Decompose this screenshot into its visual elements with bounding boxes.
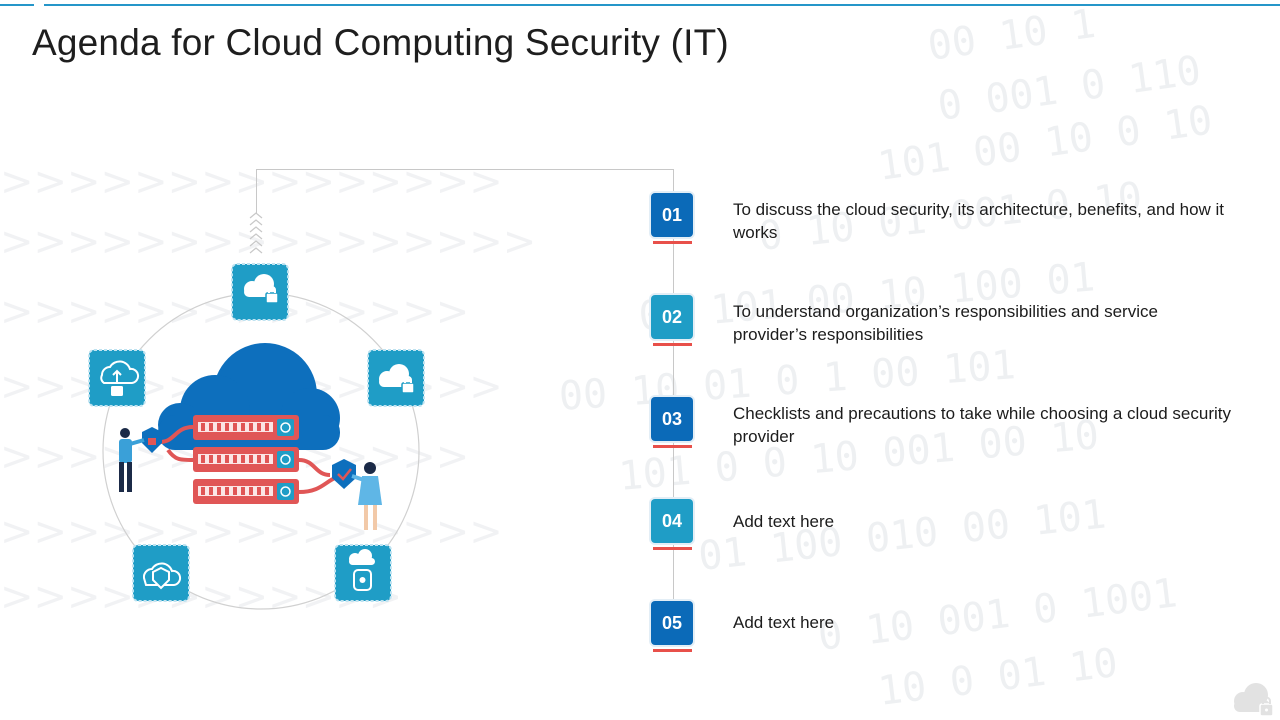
chevron-up-arrows [249, 212, 263, 254]
agenda-number-03: 03 [651, 397, 693, 441]
agenda-item-01-text: To discuss the cloud security, its archi… [733, 200, 1225, 242]
cables [159, 425, 336, 494]
agenda-underline-04 [653, 547, 692, 550]
agenda-underline-05 [653, 649, 692, 652]
woman-figure [351, 462, 382, 530]
top-accent-line [44, 4, 1280, 6]
svg-text:0 001 0 110: 0 001 0 110 [935, 47, 1204, 129]
svg-text:01 100 010 00 101: 01 100 010 00 101 [696, 491, 1108, 580]
agenda-number-02: 02 [651, 295, 693, 339]
agenda-item-03-text: Checklists and precautions to take while… [733, 404, 1231, 446]
connector-top [256, 169, 673, 170]
agenda-number-01: 01 [651, 193, 693, 237]
page-title: Agenda for Cloud Computing Security (IT) [32, 22, 729, 63]
cloud-shield-icon [132, 544, 190, 602]
agenda-underline-02 [653, 343, 692, 346]
agenda-item-02-text: To understand organization’s responsibil… [733, 302, 1158, 344]
connector-left-drop [256, 169, 257, 214]
cloud-lock-icon [231, 263, 289, 321]
cloud-security-illustration [88, 212, 425, 610]
man-figure [119, 428, 145, 492]
cloud-upload-lock-icon [88, 349, 146, 407]
agenda-item-05-text: Add text here [733, 613, 835, 632]
shield-left [142, 427, 162, 453]
svg-text:00 10 1: 00 10 1 [925, 1, 1098, 70]
agenda-underline-01 [653, 241, 692, 244]
server-rack [193, 415, 299, 504]
cloud-lock-icon [1234, 683, 1274, 717]
agenda-number-05: 05 [651, 601, 693, 645]
agenda-underline-03 [653, 445, 692, 448]
top-accent-line-short [0, 4, 34, 6]
agenda-number-04: 04 [651, 499, 693, 543]
svg-text:10 0 01 10: 10 0 01 10 [876, 640, 1121, 715]
cloud-lock-icon [367, 349, 425, 407]
cloud-padlock-icon [334, 544, 392, 602]
svg-text:101 00 10 0 10: 101 00 10 0 10 [875, 97, 1215, 189]
agenda-item-04-text: Add text here [733, 512, 835, 531]
shield-right [332, 459, 356, 489]
